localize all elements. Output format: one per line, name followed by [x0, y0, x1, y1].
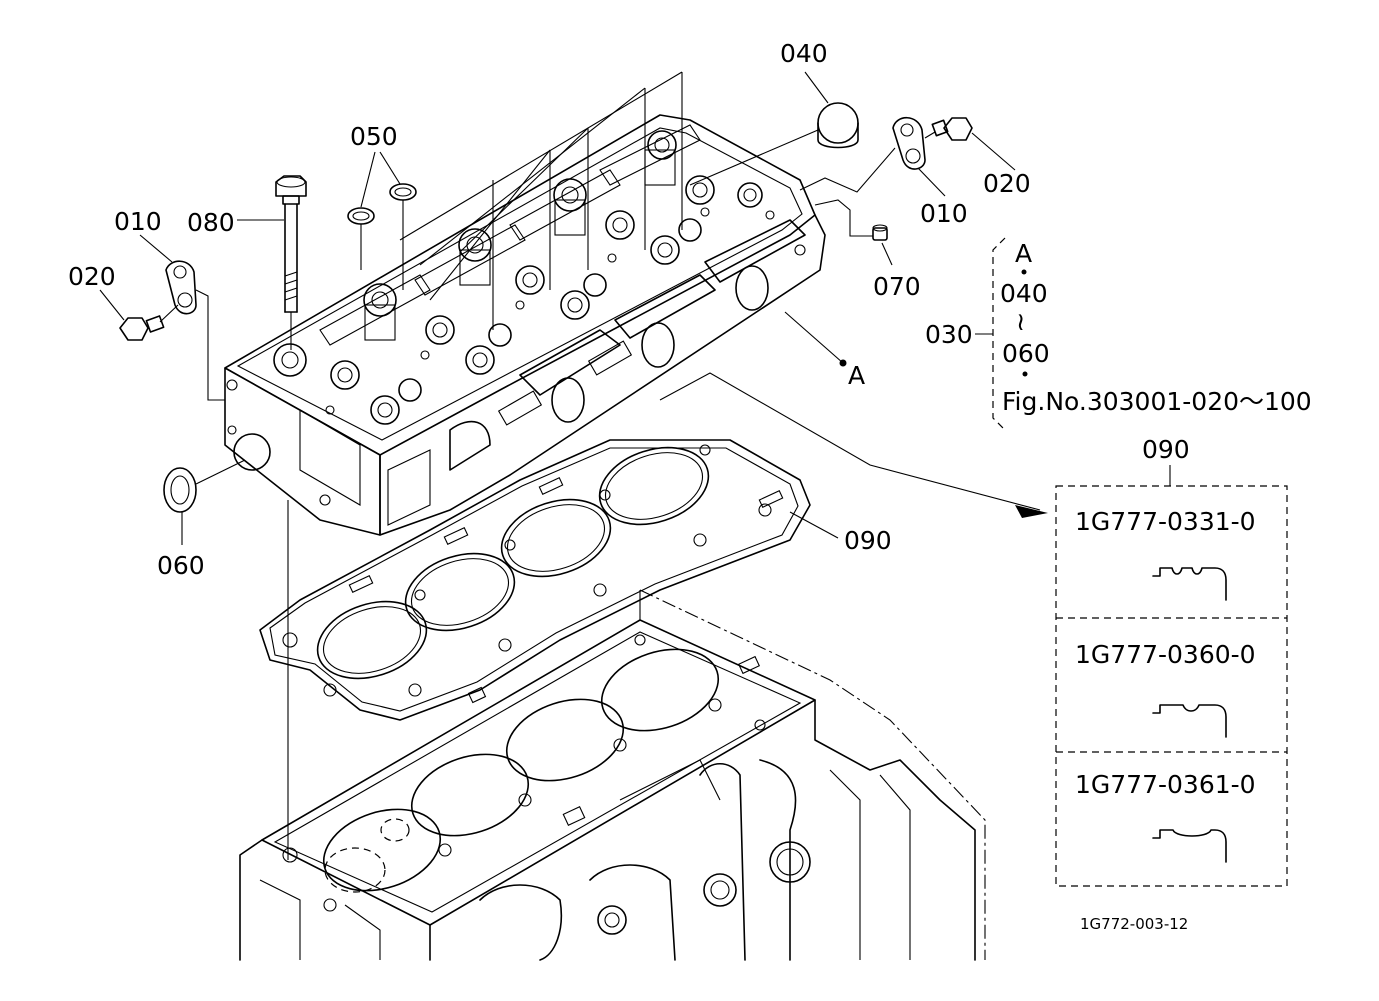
- figure-id: 1G772-003-12: [1080, 915, 1188, 933]
- assembly-reference: Fig.No.303001-020～100: [1002, 387, 1312, 416]
- part-010-hanger-right: [892, 116, 926, 170]
- assembly-line-040: 040: [1000, 279, 1048, 308]
- gasket-table-frame: [1055, 485, 1288, 887]
- part-070-plug: [872, 224, 888, 241]
- engine-block-illustration: [239, 589, 986, 961]
- part-010-hanger-left: [165, 260, 197, 315]
- callout-020-left: 020: [68, 262, 116, 291]
- gasket-profile-icon-1: [1152, 567, 1227, 601]
- assembly-line-060: 060: [1002, 339, 1050, 368]
- assembly-label-030: 030: [925, 320, 973, 349]
- assembly-tilde: ≀: [1016, 307, 1025, 336]
- gasket-variant-part-no: 1G777-0331-0: [1075, 507, 1256, 536]
- head-gasket-illustration: [259, 439, 811, 721]
- assembly-note: 030 A 040 ≀ 060 Fig.No.303001-020～100: [925, 237, 1312, 431]
- callout-040: 040: [780, 39, 828, 68]
- gasket-profile-icon-2: [1152, 704, 1227, 738]
- cylinder-head-illustration: [224, 114, 826, 536]
- gasket-variant-part-no: 1G777-0361-0: [1075, 770, 1256, 799]
- callout-070: 070: [873, 272, 921, 301]
- marker-a-label: A: [848, 361, 865, 390]
- part-050-seals: [347, 183, 417, 225]
- callout-090: 090: [844, 526, 892, 555]
- part-020-bolt-right: [931, 117, 973, 141]
- callout-010-right: 010: [920, 199, 968, 228]
- gasket-variant-table: 090 1G777-0331-0 1G777-0360-0 1G777-0361…: [1055, 435, 1288, 887]
- part-040-plug: [817, 102, 859, 149]
- leader-lines: [99, 71, 1041, 860]
- callout-010-left: 010: [114, 207, 162, 236]
- gasket-profile-icon-3: [1152, 829, 1227, 863]
- part-020-bolt-left: [119, 315, 165, 341]
- assembly-dot-2: [1022, 371, 1028, 377]
- gasket-variant-part-no: 1G777-0360-0: [1075, 640, 1256, 669]
- arrowhead: [1015, 505, 1048, 518]
- part-060-seal: [163, 467, 197, 513]
- assembly-line-a: A: [1015, 239, 1032, 268]
- callout-060: 060: [157, 551, 205, 580]
- callout-020-right: 020: [983, 169, 1031, 198]
- callout-050: 050: [350, 122, 398, 151]
- callout-080: 080: [187, 208, 235, 237]
- assembly-dot-1: [1021, 269, 1027, 275]
- part-080-bolt: [275, 175, 307, 313]
- gasket-table-header: 090: [1142, 435, 1190, 464]
- marker-a-dot: [839, 359, 847, 367]
